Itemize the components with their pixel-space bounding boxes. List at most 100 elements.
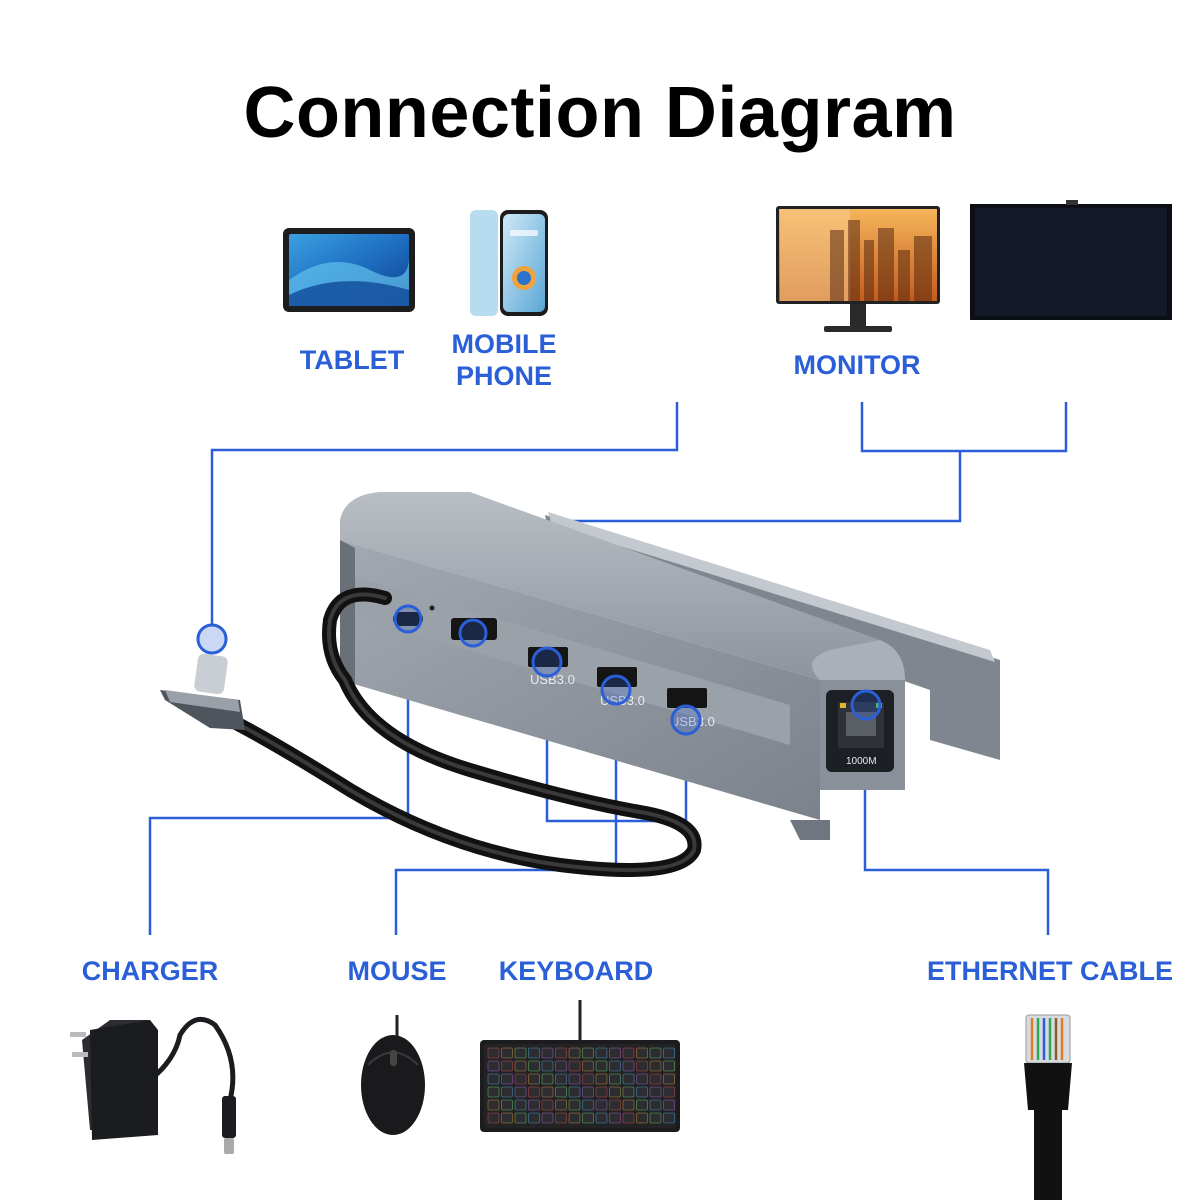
keyboard-key [622, 1086, 635, 1098]
keyboard-key [487, 1047, 500, 1059]
keyboard-key [663, 1047, 675, 1059]
keyboard-key [555, 1073, 567, 1085]
keyboard-key [649, 1099, 662, 1111]
keyboard-key [568, 1086, 581, 1098]
keyboard-key [528, 1073, 540, 1085]
label-tablet: TABLET [299, 345, 405, 375]
keyboard-key [649, 1060, 662, 1072]
keyboard-key [622, 1112, 635, 1124]
keyboard-key [555, 1047, 567, 1059]
keyboard-key [649, 1086, 662, 1098]
keyboard-key [514, 1112, 527, 1124]
keyboard-key [541, 1099, 554, 1111]
label-ethernet-cable: ETHERNET CABLE [926, 956, 1173, 986]
mouse-icon [361, 1015, 425, 1135]
phone-icon [470, 210, 548, 316]
keyboard-key [636, 1099, 648, 1111]
tablet-icon [283, 228, 415, 312]
keyboard-key [649, 1047, 662, 1059]
label-charger: CHARGER [81, 956, 219, 986]
keyboard-keys [487, 1047, 675, 1124]
keyboard-key [649, 1112, 662, 1124]
keyboard-key [487, 1073, 500, 1085]
keyboard-key [555, 1086, 567, 1098]
keyboard-key [568, 1060, 581, 1072]
keyboard-key [528, 1112, 540, 1124]
keyboard-key [514, 1073, 527, 1085]
port-highlights [196, 604, 882, 736]
keyboard-key [541, 1047, 554, 1059]
label-mobile-line2: PHONE [455, 361, 553, 391]
keyboard-key [568, 1073, 581, 1085]
charger-icon [70, 1016, 236, 1154]
keyboard-key [636, 1086, 648, 1098]
keyboard-key [501, 1112, 513, 1124]
keyboard-key [636, 1112, 648, 1124]
keyboard-key [582, 1060, 594, 1072]
keyboard-key [541, 1060, 554, 1072]
keyboard-key [595, 1073, 608, 1085]
keyboard-key [541, 1073, 554, 1085]
keyboard-key [514, 1047, 527, 1059]
keyboard-key [568, 1047, 581, 1059]
keyboard-key [528, 1099, 540, 1111]
keyboard-key [582, 1099, 594, 1111]
keyboard-key [622, 1047, 635, 1059]
keyboard-key [595, 1060, 608, 1072]
keyboard-key [555, 1112, 567, 1124]
keyboard-key [663, 1086, 675, 1098]
keyboard-key [609, 1060, 621, 1072]
keyboard-key [636, 1073, 648, 1085]
usb-c-cable [223, 587, 702, 877]
keyboard-key [582, 1073, 594, 1085]
keyboard-key [582, 1047, 594, 1059]
keyboard-key [663, 1099, 675, 1111]
keyboard-key [514, 1060, 527, 1072]
keyboard-key [501, 1060, 513, 1072]
keyboard-key [501, 1047, 513, 1059]
label-monitor: MONITOR [793, 350, 921, 380]
keyboard-key [568, 1112, 581, 1124]
keyboard-key [555, 1099, 567, 1111]
keyboard-key [568, 1099, 581, 1111]
keyboard-key [609, 1073, 621, 1085]
keyboard-key [622, 1060, 635, 1072]
keyboard-key [514, 1086, 527, 1098]
keyboard-key [595, 1099, 608, 1111]
keyboard-key [582, 1086, 594, 1098]
keyboard-key [609, 1047, 621, 1059]
keyboard-key [501, 1086, 513, 1098]
keyboard-key [609, 1112, 621, 1124]
label-mouse: MOUSE [347, 956, 447, 986]
keyboard-key [622, 1073, 635, 1085]
keyboard-key [649, 1073, 662, 1085]
monitor-icon [776, 206, 940, 332]
keyboard-key [582, 1112, 594, 1124]
keyboard-key [636, 1060, 648, 1072]
keyboard-key [663, 1073, 675, 1085]
keyboard-key [487, 1112, 500, 1124]
label-mobile-line1: MOBILE [451, 329, 557, 359]
keyboard-key [528, 1047, 540, 1059]
port-label-lan: 1000M [846, 756, 877, 767]
usb-c-plug-icon [160, 653, 245, 730]
keyboard-key [487, 1060, 500, 1072]
display-panel-icon [970, 200, 1172, 320]
keyboard-key [501, 1073, 513, 1085]
keyboard-key [663, 1060, 675, 1072]
keyboard-key [663, 1112, 675, 1124]
keyboard-key [595, 1112, 608, 1124]
label-keyboard: KEYBOARD [498, 956, 654, 986]
keyboard-key [595, 1047, 608, 1059]
port-label-usb-3: USB3.0 [670, 714, 715, 729]
keyboard-key [609, 1086, 621, 1098]
keyboard-key [487, 1099, 500, 1111]
keyboard-key [528, 1086, 540, 1098]
keyboard-key [622, 1099, 635, 1111]
keyboard-key [541, 1086, 554, 1098]
keyboard-key [595, 1086, 608, 1098]
keyboard-key [514, 1099, 527, 1111]
keyboard-key [636, 1047, 648, 1059]
keyboard-key [609, 1099, 621, 1111]
